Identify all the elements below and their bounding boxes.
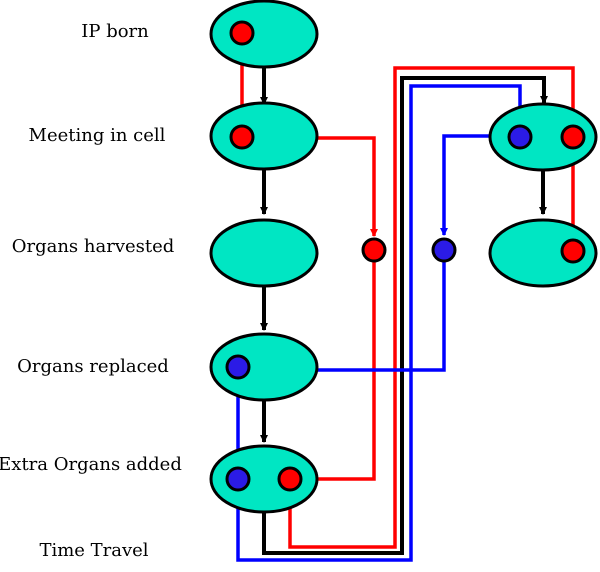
red-time-travel-loop (288, 66, 577, 549)
blue-dot-extra (225, 466, 251, 492)
node-organs-replaced (209, 332, 319, 402)
red-dot-right-meeting (560, 124, 586, 150)
stage-label-organs-replaced: Organs replaced (17, 356, 169, 377)
node-extra-organs-added (209, 444, 319, 514)
stage-label-time-travel: Time Travel (39, 540, 148, 561)
node-ip-born (209, 0, 319, 69)
blue-time-travel-loop (236, 84, 524, 562)
stage-label-meeting-in-cell: Meeting in cell (29, 125, 166, 146)
stage-labels: IP born Meeting in cell Organs harvested… (0, 21, 182, 561)
red-dot-right-harvested (560, 238, 586, 264)
node-organs-harvested (209, 218, 319, 288)
node-meeting-in-cell (209, 101, 319, 171)
red-dots (229, 20, 586, 492)
red-arrow-harvested-to-extra (305, 262, 376, 483)
red-dot-extra (277, 466, 303, 492)
left-column-nodes (209, 0, 319, 514)
stage-label-extra-organs-added: Extra Organs added (0, 454, 182, 475)
node-right-meeting (488, 102, 598, 172)
red-dot-meeting (229, 124, 255, 150)
stage-label-ip-born: IP born (81, 21, 149, 42)
black-timeline-arrows (260, 66, 548, 555)
black-time-travel-loop (262, 76, 548, 555)
blue-dot-harvested-free (431, 237, 457, 263)
blue-dots (225, 124, 533, 492)
blue-dot-replaced (225, 354, 251, 380)
red-dot-harvested-free (361, 237, 387, 263)
blue-dot-right-meeting (507, 124, 533, 150)
right-column-nodes (488, 102, 598, 288)
red-dot-ip-born (229, 20, 255, 46)
stage-label-organs-harvested: Organs harvested (12, 236, 175, 257)
blue-arrow-right-to-dot (440, 134, 507, 236)
node-right-harvested (488, 218, 598, 288)
